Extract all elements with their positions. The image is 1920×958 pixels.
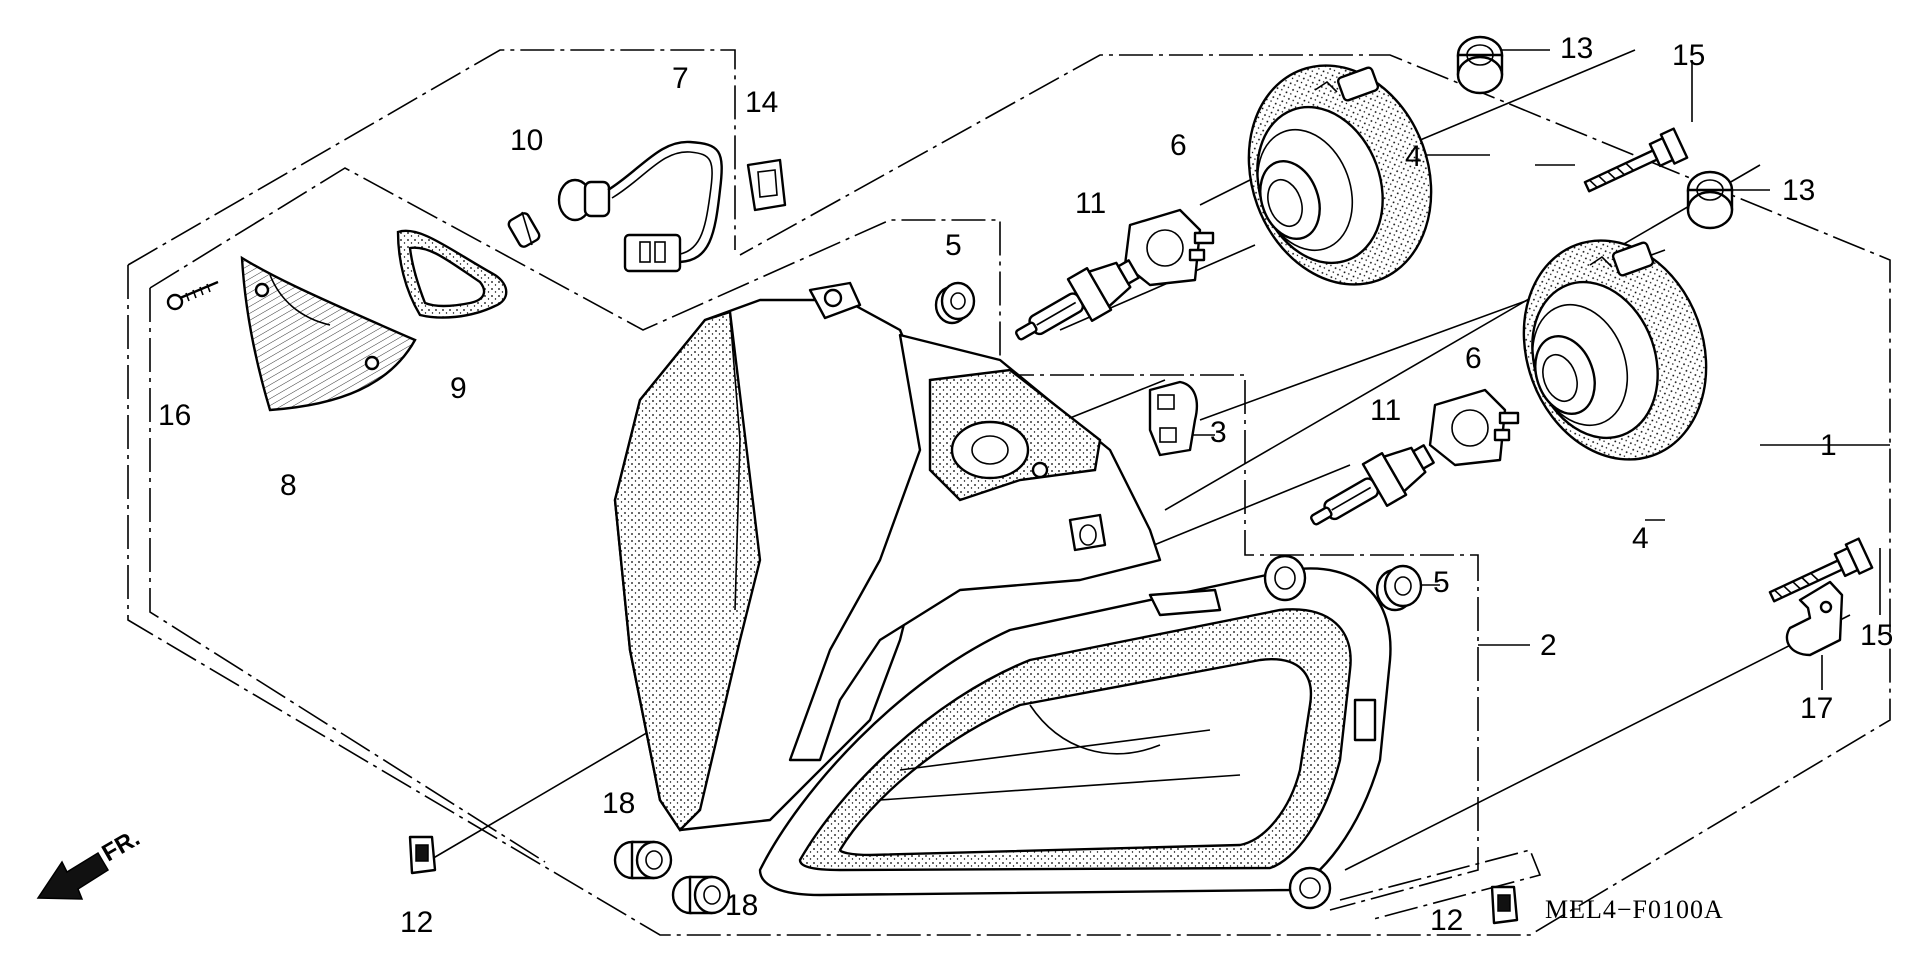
callout-11-upper: 11 [1075,187,1106,220]
callout-8: 8 [280,469,297,502]
part-14-clip [746,158,787,212]
callout-16: 16 [158,399,191,432]
callout-13-upper: 13 [1560,32,1593,65]
callout-12-left: 12 [400,906,433,939]
part-6-sockets [1123,208,1520,467]
callout-4-lower: 4 [1632,522,1649,555]
part-9-gasket [396,229,508,319]
part-8-position-lens [240,255,417,412]
part-5-collars [934,281,1423,612]
callout-13-lower: 13 [1782,174,1815,207]
callout-15-lower: 15 [1860,619,1893,652]
callout-6-lower: 6 [1465,342,1482,375]
callout-9: 9 [450,372,467,405]
callout-5-upper: 5 [945,229,962,262]
callout-7: 7 [672,62,689,95]
callout-15-upper: 15 [1672,39,1705,72]
callout-1: 1 [1820,429,1837,462]
callout-11-lower: 11 [1370,394,1401,427]
part-4-upper-dust-cover [1247,64,1433,286]
callout-4-upper: 4 [1405,140,1422,173]
group-boundary-lines [127,49,1891,936]
arrow-icon [36,851,110,900]
callout-14: 14 [745,86,778,119]
front-label: FR. [98,824,145,867]
callout-18-lower: 18 [725,889,758,922]
front-direction-arrow: FR. [36,824,145,900]
callout-numbers: 1 2 3 4 4 5 5 6 6 7 8 9 10 11 11 12 12 1… [158,32,1893,939]
part-4-lower-dust-cover [1522,239,1708,461]
part-3-clip [1148,380,1199,457]
part-15-bolts [1583,127,1874,603]
callout-12-right: 12 [1430,904,1463,937]
part-2-headlight-unit [613,281,1392,910]
callout-18-upper: 18 [602,787,635,820]
callout-6-upper: 6 [1170,129,1187,162]
callout-10: 10 [510,124,543,157]
part-18-collars [613,840,731,915]
diagram-code: MEL4−F0100A [1545,895,1724,924]
part-11-bulbs [1015,259,1435,526]
callout-2: 2 [1540,629,1557,662]
part-16-screw [166,280,219,311]
part-17-bracket [1785,580,1844,657]
part-10-wedge-bulb [507,211,541,248]
part-12-nuts [408,835,1519,925]
callout-17: 17 [1800,692,1833,725]
part-7-socket-harness [557,140,723,273]
part-13-grommets [1456,35,1734,230]
callout-3: 3 [1210,416,1227,449]
callout-5-lower: 5 [1433,566,1450,599]
